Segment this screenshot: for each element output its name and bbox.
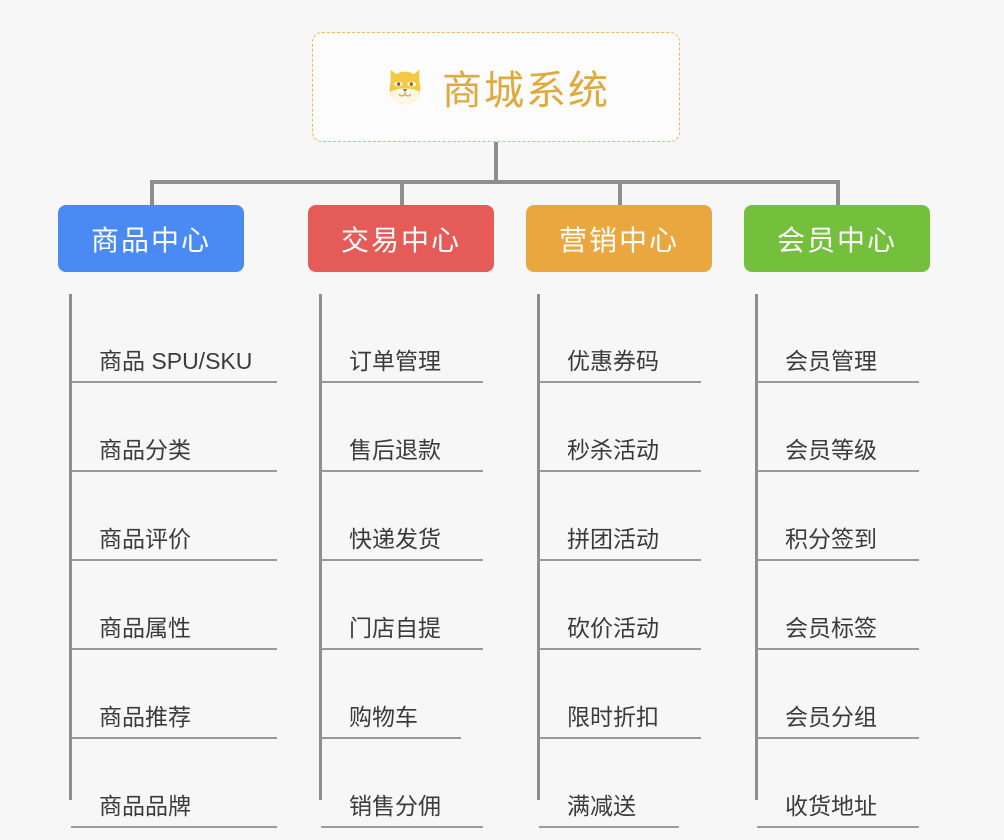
leaf-label: 售后退款 — [349, 436, 441, 463]
leaf-label: 满减送 — [567, 792, 636, 819]
leaf-label: 购物车 — [349, 703, 418, 730]
connector-drop-4 — [836, 180, 840, 207]
list-item[interactable]: 商品分类 — [71, 383, 277, 472]
list-item[interactable]: 砍价活动 — [539, 561, 701, 650]
connector-drop-2 — [400, 180, 404, 207]
leaf-label: 砍价活动 — [567, 614, 659, 641]
leaf-label: 商品分类 — [99, 436, 191, 463]
category-pill-marketing[interactable]: 营销中心 — [526, 205, 712, 272]
category-label: 会员中心 — [776, 224, 897, 256]
connector-horizontal-bus — [150, 180, 840, 184]
list-item[interactable]: 商品品牌 — [71, 739, 277, 828]
leaf-label: 商品 SPU/SKU — [99, 347, 253, 374]
category-column-marketing: 营销中心 优惠券码 秒杀活动 拼团活动 砍价活动 限时折扣 满减送 — [526, 205, 746, 828]
connector-root-stem — [494, 142, 498, 182]
leaf-label: 积分签到 — [785, 525, 877, 552]
shiba-dog-emoji — [382, 64, 428, 110]
list-item[interactable]: 会员标签 — [757, 561, 919, 650]
list-item[interactable]: 快递发货 — [321, 472, 483, 561]
leaf-label: 商品评价 — [99, 525, 191, 552]
root-title: 商城系统 — [442, 69, 610, 113]
category-pill-product[interactable]: 商品中心 — [58, 205, 244, 272]
leaf-group-trade: 订单管理 售后退款 快递发货 门店自提 购物车 销售分佣 — [308, 294, 528, 828]
connector-spine-trade — [319, 294, 322, 800]
list-item[interactable]: 商品 SPU/SKU — [71, 294, 277, 383]
list-item[interactable]: 订单管理 — [321, 294, 483, 383]
leaf-label: 门店自提 — [349, 614, 441, 641]
connector-spine-marketing — [537, 294, 540, 800]
list-item[interactable]: 优惠券码 — [539, 294, 701, 383]
list-item[interactable]: 收货地址 — [757, 739, 919, 828]
leaf-label: 收货地址 — [785, 792, 877, 819]
list-item[interactable]: 满减送 — [539, 739, 679, 828]
leaf-label: 会员分组 — [785, 703, 877, 730]
leaf-label: 商品属性 — [99, 614, 191, 641]
category-pill-trade[interactable]: 交易中心 — [308, 205, 494, 272]
leaf-label: 商品品牌 — [99, 792, 191, 819]
list-item[interactable]: 会员管理 — [757, 294, 919, 383]
category-pill-member[interactable]: 会员中心 — [744, 205, 930, 272]
list-item[interactable]: 门店自提 — [321, 561, 483, 650]
list-item[interactable]: 商品评价 — [71, 472, 277, 561]
category-label: 交易中心 — [340, 224, 461, 256]
list-item[interactable]: 购物车 — [321, 650, 461, 739]
leaf-label: 销售分佣 — [349, 792, 441, 819]
leaf-label: 会员等级 — [785, 436, 877, 463]
leaf-label: 商品推荐 — [99, 703, 191, 730]
connector-spine-member — [755, 294, 758, 800]
list-item[interactable]: 秒杀活动 — [539, 383, 701, 472]
leaf-label: 拼团活动 — [567, 525, 659, 552]
list-item[interactable]: 销售分佣 — [321, 739, 483, 828]
connector-drop-3 — [618, 180, 622, 207]
leaf-label: 优惠券码 — [567, 347, 659, 374]
list-item[interactable]: 商品属性 — [71, 561, 277, 650]
list-item[interactable]: 会员等级 — [757, 383, 919, 472]
list-item[interactable]: 会员分组 — [757, 650, 919, 739]
leaf-label: 会员标签 — [785, 614, 877, 641]
leaf-label: 订单管理 — [349, 347, 441, 374]
category-label: 商品中心 — [90, 224, 211, 256]
connector-spine-product — [69, 294, 72, 800]
list-item[interactable]: 售后退款 — [321, 383, 483, 472]
connector-drop-1 — [150, 180, 154, 207]
leaf-group-marketing: 优惠券码 秒杀活动 拼团活动 砍价活动 限时折扣 满减送 — [526, 294, 746, 828]
list-item[interactable]: 商品推荐 — [71, 650, 277, 739]
category-column-member: 会员中心 会员管理 会员等级 积分签到 会员标签 会员分组 收货地址 — [744, 205, 964, 828]
list-item[interactable]: 积分签到 — [757, 472, 919, 561]
leaf-group-product: 商品 SPU/SKU 商品分类 商品评价 商品属性 商品推荐 商品品牌 — [58, 294, 298, 828]
category-column-trade: 交易中心 订单管理 售后退款 快递发货 门店自提 购物车 销售分佣 — [308, 205, 528, 828]
leaf-group-member: 会员管理 会员等级 积分签到 会员标签 会员分组 收货地址 — [744, 294, 964, 828]
list-item[interactable]: 拼团活动 — [539, 472, 701, 561]
root-node[interactable]: 商城系统 — [312, 32, 680, 142]
list-item[interactable]: 限时折扣 — [539, 650, 701, 739]
leaf-label: 快递发货 — [349, 525, 441, 552]
leaf-label: 会员管理 — [785, 347, 877, 374]
category-column-product: 商品中心 商品 SPU/SKU 商品分类 商品评价 商品属性 商品推荐 商品品牌 — [58, 205, 298, 828]
leaf-label: 限时折扣 — [567, 703, 659, 730]
leaf-label: 秒杀活动 — [567, 436, 659, 463]
category-label: 营销中心 — [558, 224, 679, 256]
